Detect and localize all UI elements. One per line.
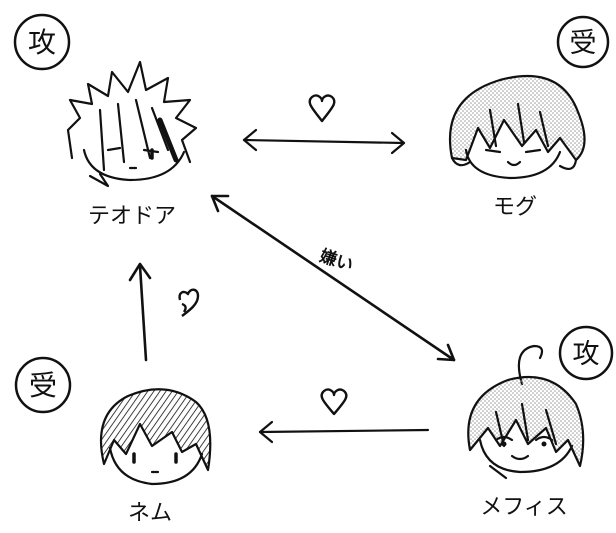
arrow-mephistus-nemu <box>258 420 430 444</box>
role-badge-mephistus: 攻 <box>558 325 614 381</box>
role-badge-theodore: 攻 <box>13 13 71 71</box>
arrow-theodore-mog <box>242 128 406 155</box>
portrait-theodore <box>66 60 198 188</box>
role-label-nemu: 受 <box>29 369 57 402</box>
arrow-theodore-mephistus <box>210 194 456 362</box>
heart-icon <box>178 288 200 317</box>
arrow-nemu-theodore <box>128 262 152 362</box>
heart-icon <box>320 388 348 416</box>
name-theodore: テオドア <box>88 204 176 229</box>
role-label-theodore: 攻 <box>28 26 56 59</box>
role-label-mephistus: 攻 <box>573 339 600 370</box>
role-badge-mog: 受 <box>556 15 610 69</box>
portrait-mephistus <box>467 344 585 480</box>
name-nemu: ネム <box>128 501 172 526</box>
name-mephistus: メフィス <box>480 495 568 520</box>
heart-icon <box>308 94 336 123</box>
role-label-mog: 受 <box>570 28 597 59</box>
role-badge-nemu: 受 <box>14 356 72 414</box>
portrait-nemu <box>100 388 212 486</box>
portrait-mog <box>448 74 586 180</box>
name-mog: モグ <box>493 195 537 220</box>
